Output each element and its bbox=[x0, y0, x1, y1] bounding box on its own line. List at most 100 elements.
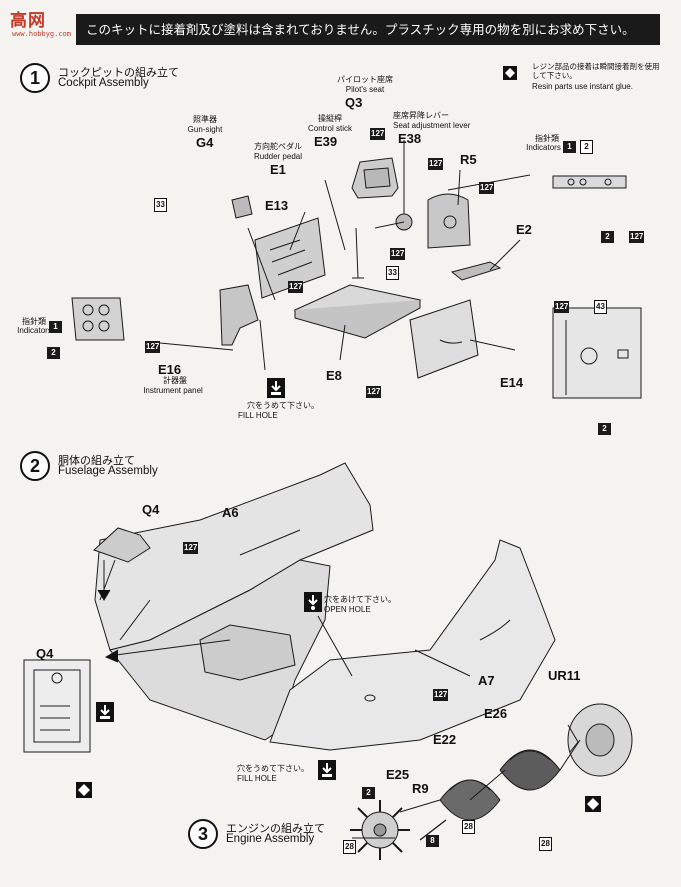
part-e39-code: E39 bbox=[314, 134, 338, 149]
paint-code-box: 2 bbox=[362, 782, 375, 800]
part-e13-code: E13 bbox=[265, 198, 289, 213]
paint-code-box: 1 bbox=[49, 316, 62, 334]
paint-code-127: 127 bbox=[183, 542, 199, 554]
paint-code-box: 28 bbox=[462, 816, 475, 834]
paint-code-box: 2 bbox=[601, 226, 614, 244]
step-1-title-en: Cockpit Assembly bbox=[58, 77, 149, 89]
paint-code-33: 33 bbox=[154, 198, 167, 212]
paint-code-127: 127 bbox=[433, 689, 449, 701]
fill-hole-en: FILL HOLE bbox=[237, 774, 277, 783]
paint-code-box: 127 bbox=[554, 296, 570, 314]
fill-hole-jp: 穴をうめて下さい。 bbox=[247, 401, 319, 410]
part-r5-code: R5 bbox=[460, 152, 477, 167]
fill-hole-icon bbox=[96, 702, 114, 722]
paint-code-box: 127 bbox=[479, 177, 495, 195]
indicators-right-en: Indicators bbox=[526, 143, 561, 152]
part-e2-code: E2 bbox=[516, 222, 532, 237]
step-1-number: 1 bbox=[20, 63, 50, 93]
paint-code-127: 127 bbox=[390, 248, 406, 260]
fill-hole-en: FILL HOLE bbox=[238, 411, 278, 420]
paint-code-127: 127 bbox=[366, 386, 382, 398]
paint-code-box: 33 bbox=[154, 194, 167, 212]
indicators-left-en: Indicators bbox=[17, 326, 52, 335]
part-q3-en: Pilot's seat bbox=[345, 85, 385, 94]
part-q3-code: Q3 bbox=[345, 95, 363, 110]
part-q4-code: Q4 bbox=[142, 502, 160, 517]
fill-hole-jp: 穴をうめて下さい。 bbox=[237, 764, 309, 773]
step-2-title-jp: 胴体の組み立て bbox=[58, 454, 135, 467]
part-q4-side-code: Q4 bbox=[36, 646, 54, 661]
paint-code-28: 28 bbox=[462, 820, 475, 834]
part-g4-jp: 照準器 bbox=[193, 115, 217, 124]
indicators-left-jp: 指針類 bbox=[22, 317, 46, 326]
part-a6-code: A6 bbox=[222, 505, 239, 520]
part-g4-code: G4 bbox=[196, 135, 214, 150]
paint-code-box: 28 bbox=[343, 836, 356, 854]
part-r9-code: R9 bbox=[412, 781, 429, 796]
part-e1-code: E1 bbox=[270, 162, 286, 177]
paint-code-box: 28 bbox=[539, 833, 552, 851]
paint-code-127: 127 bbox=[370, 128, 386, 140]
paint-code-127: 127 bbox=[554, 301, 570, 313]
paint-code-box: 8 bbox=[426, 830, 439, 848]
part-ur11-code: UR11 bbox=[548, 668, 581, 683]
indicators-right-jp: 指針類 bbox=[535, 134, 559, 143]
part-e1-en: Rudder pedal bbox=[253, 152, 303, 161]
paint-code-box: 1 bbox=[563, 136, 576, 154]
paint-code-box: 127 bbox=[629, 226, 645, 244]
step-3-title-en: Engine Assembly bbox=[226, 833, 315, 845]
paint-code-box: 43 bbox=[594, 296, 607, 314]
part-e16-en: Instrument panel bbox=[143, 386, 203, 395]
paint-code-127: 127 bbox=[288, 281, 304, 293]
paint-code-box: 33 bbox=[386, 262, 399, 280]
paint-code-2: 2 bbox=[362, 787, 375, 799]
paint-code-box: 127 bbox=[145, 336, 161, 354]
part-e39-en: Control stick bbox=[307, 124, 352, 133]
paint-code-box: 2 bbox=[580, 136, 593, 154]
paint-code-box: 127 bbox=[370, 123, 386, 141]
watermark-text: 高网 bbox=[10, 11, 46, 31]
paint-code-box: 2 bbox=[598, 418, 611, 436]
paint-code-2: 2 bbox=[601, 231, 614, 243]
part-e14-code: E14 bbox=[500, 375, 524, 390]
part-e38-jp: 座席昇降レバー bbox=[393, 111, 449, 120]
resin-glue-icon bbox=[503, 66, 517, 80]
part-e38-en: Seat adjustment lever bbox=[393, 121, 471, 130]
part-e38-code: E38 bbox=[398, 131, 422, 146]
open-hole-jp: 穴をあけて下さい。 bbox=[324, 595, 396, 604]
paint-code-127: 127 bbox=[428, 158, 444, 170]
watermark-logo: 高网 www.hobbyg.com bbox=[8, 6, 74, 46]
notice-bar: このキットに接着剤及び塗料は含まれておりません。プラスチック専用の物を別にお求め… bbox=[76, 14, 660, 45]
paint-code-box: 127 bbox=[366, 381, 382, 399]
step-3-number: 3 bbox=[188, 819, 218, 849]
resin-note-jp: レジン部品の接着は瞬間接着剤を使用して下さい。 bbox=[532, 62, 660, 80]
step-1-title-jp: コックピットの組み立て bbox=[58, 66, 179, 79]
step-2-title-en: Fuselage Assembly bbox=[58, 465, 158, 477]
paint-code-8: 8 bbox=[426, 835, 439, 847]
open-hole-en: OPEN HOLE bbox=[324, 605, 371, 614]
paint-code-2: 2 bbox=[580, 140, 593, 154]
paint-code-1: 1 bbox=[563, 141, 576, 153]
part-e39-jp: 操縦桿 bbox=[318, 114, 342, 123]
paint-code-127: 127 bbox=[145, 341, 161, 353]
paint-code-box: 127 bbox=[288, 276, 304, 294]
part-a7-code: A7 bbox=[478, 673, 495, 688]
resin-note-en: Resin parts use instant glue. bbox=[532, 82, 633, 91]
part-e25-code: E25 bbox=[386, 767, 410, 782]
paint-code-127: 127 bbox=[629, 231, 645, 243]
part-e1-jp: 方向舵ペダル bbox=[254, 142, 302, 151]
part-e8-code: E8 bbox=[326, 368, 342, 383]
paint-code-box: 127 bbox=[390, 243, 406, 261]
paint-code-28: 28 bbox=[343, 840, 356, 854]
paint-code-box: 2 bbox=[47, 342, 60, 360]
part-e22-code: E22 bbox=[433, 732, 457, 747]
step-2-number: 2 bbox=[20, 451, 50, 481]
part-e16-code: E16 bbox=[158, 362, 182, 377]
step-3-title-jp: エンジンの組み立て bbox=[226, 822, 325, 835]
paint-code-2: 2 bbox=[47, 347, 60, 359]
paint-code-33: 33 bbox=[386, 266, 399, 280]
part-e26-code: E26 bbox=[484, 706, 508, 721]
part-e16-jp: 計器盤 bbox=[163, 376, 187, 385]
paint-code-1: 1 bbox=[49, 321, 62, 333]
